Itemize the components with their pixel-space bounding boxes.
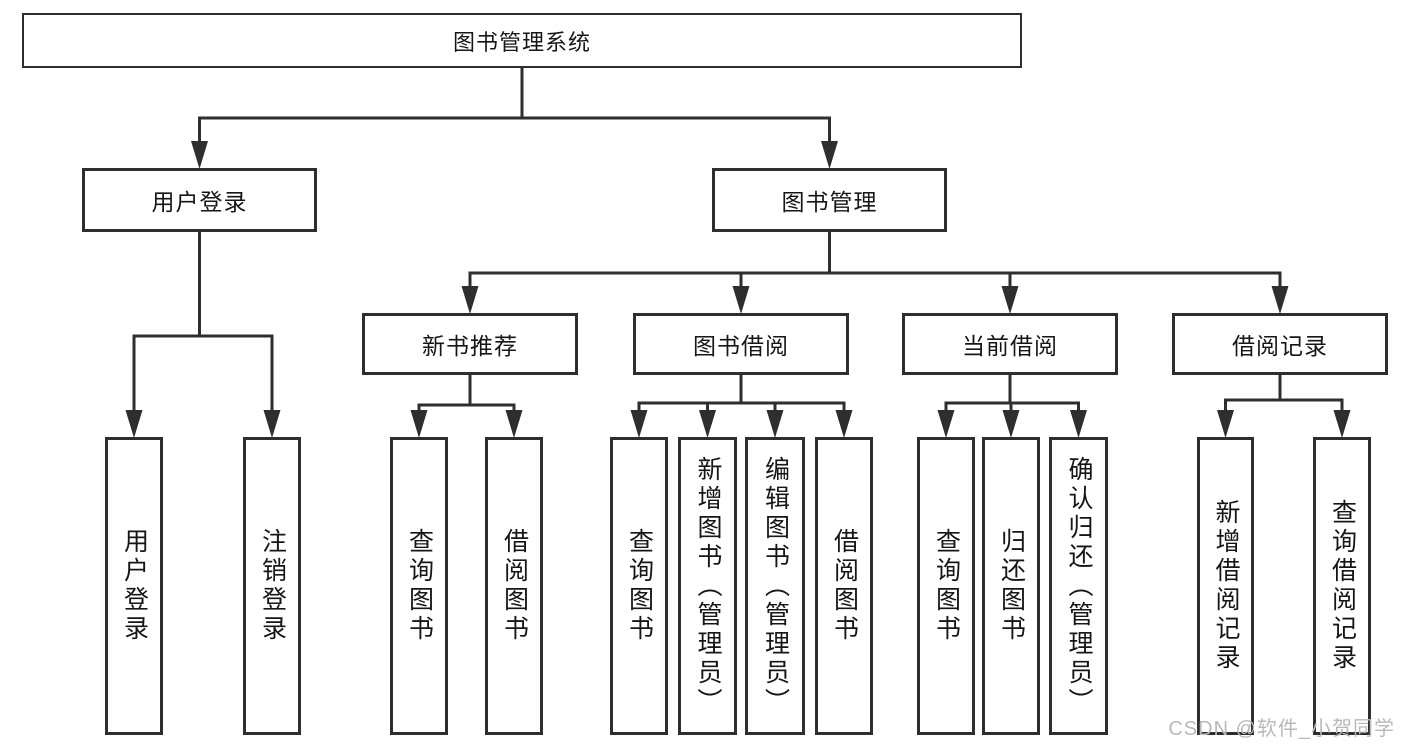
node-leaf-user-login: 用户登录 bbox=[105, 437, 163, 735]
node-leaf-cb-return: 归还图书 bbox=[982, 437, 1040, 735]
node-leaf-cb-query: 查询图书 bbox=[917, 437, 975, 735]
node-borrow-record: 借阅记录 bbox=[1172, 313, 1388, 375]
node-leaf-br-query: 查询借阅记录 bbox=[1313, 437, 1371, 735]
node-leaf-bb-add: 新增图书（管理员） bbox=[678, 437, 737, 735]
node-leaf-nb-query: 查询图书 bbox=[390, 437, 448, 735]
node-book-mgmt: 图书管理 bbox=[712, 168, 947, 232]
node-leaf-bb-query: 查询图书 bbox=[610, 437, 668, 735]
node-leaf-logout: 注销登录 bbox=[243, 437, 301, 735]
node-new-book-rec: 新书推荐 bbox=[362, 313, 578, 375]
node-leaf-br-add: 新增借阅记录 bbox=[1197, 437, 1254, 735]
node-current-borrow: 当前借阅 bbox=[902, 313, 1118, 375]
node-book-borrow: 图书借阅 bbox=[633, 313, 849, 375]
node-user-login: 用户登录 bbox=[82, 168, 317, 232]
watermark: CSDN @软件_小贺同学 bbox=[1168, 718, 1395, 740]
node-leaf-bb-borrow: 借阅图书 bbox=[815, 437, 873, 735]
node-leaf-bb-edit: 编辑图书（管理员） bbox=[745, 437, 805, 735]
node-leaf-cb-confirm: 确认归还（管理员） bbox=[1049, 437, 1108, 735]
node-leaf-nb-borrow: 借阅图书 bbox=[485, 437, 543, 735]
node-root: 图书管理系统 bbox=[22, 13, 1022, 68]
